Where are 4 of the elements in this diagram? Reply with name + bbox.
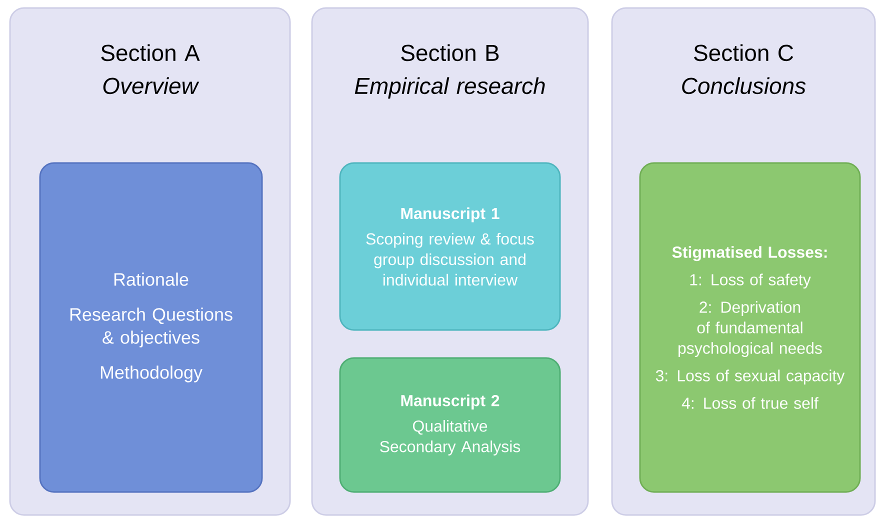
content-box: Stigmatised Losses: 1: Loss of safety 2: Deprivation of fundamental psychological needs 3: Loss of sexual capacity 4: Loss of true self xyxy=(639,162,861,493)
manuscript-box: Manuscript 2 Qualitative Secondary Analysis xyxy=(339,357,561,493)
content-box: Rationale Research Questions & objectives Methodology xyxy=(39,162,263,493)
manuscript-box: Manuscript 1 Scoping review & focus group discussion and individual interview xyxy=(339,162,561,331)
